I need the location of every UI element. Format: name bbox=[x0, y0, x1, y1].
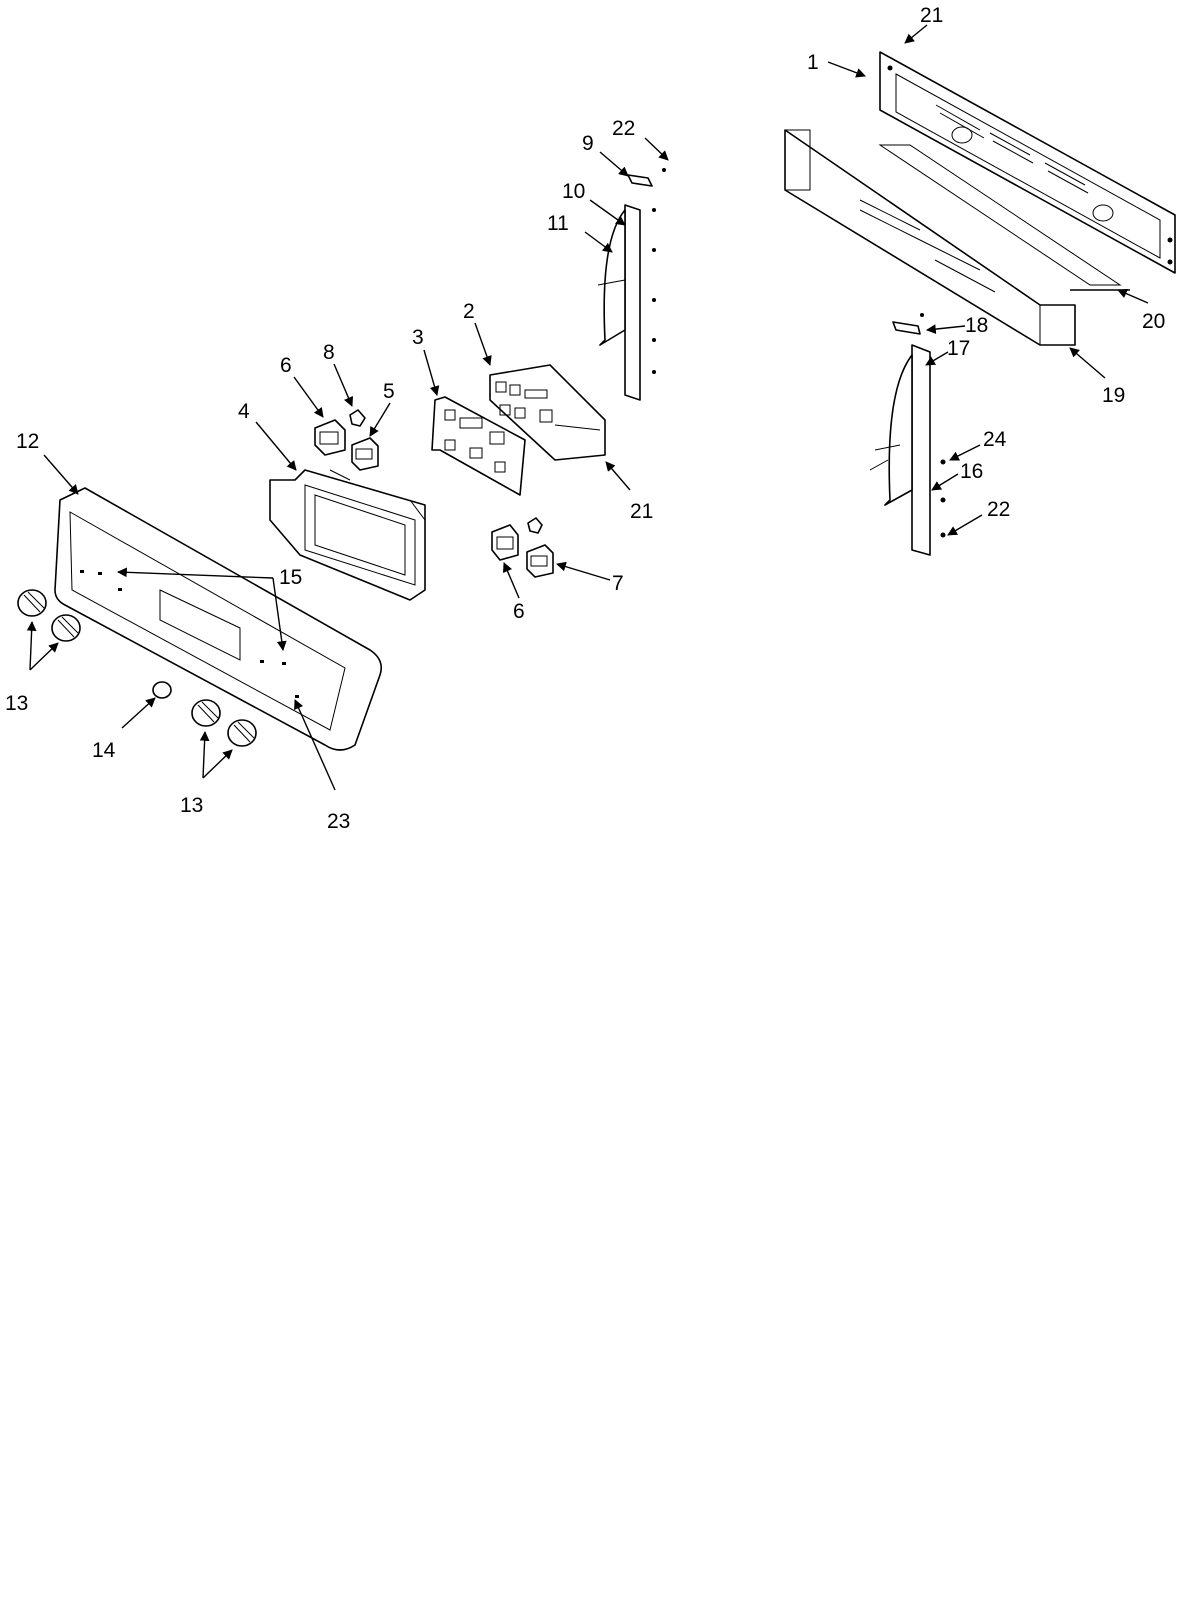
callout-label-13-bottom: 13 bbox=[180, 794, 203, 817]
callout-17: 17 bbox=[925, 337, 970, 366]
callout-label-21-mid: 21 bbox=[630, 500, 653, 523]
callout-18: 18 bbox=[926, 314, 988, 337]
callout-16: 16 bbox=[931, 460, 983, 491]
callout-label-21-top: 21 bbox=[920, 4, 943, 27]
left-end-bracket-parts bbox=[597, 168, 666, 401]
callout-label-22-bottom: 22 bbox=[987, 498, 1010, 521]
callout-label-20: 20 bbox=[1142, 310, 1165, 333]
callout-label-18: 18 bbox=[965, 314, 988, 337]
lamp-8 bbox=[349, 409, 366, 427]
callout-label-6-upper: 6 bbox=[280, 354, 292, 377]
callout-label-4: 4 bbox=[238, 400, 250, 423]
callout-label-5: 5 bbox=[383, 380, 395, 403]
right-end-bracket-parts bbox=[869, 313, 946, 556]
rear-panel-part bbox=[879, 51, 1176, 274]
callout-label-23: 23 bbox=[327, 810, 350, 833]
callout-21-top: 21 bbox=[904, 4, 943, 44]
callout-7: 7 bbox=[556, 561, 624, 595]
callout-1: 1 bbox=[807, 51, 866, 78]
callout-15: 15 bbox=[117, 566, 302, 651]
callout-20: 20 bbox=[1117, 289, 1165, 333]
callout-2: 2 bbox=[463, 300, 492, 366]
callout-6-upper: 6 bbox=[280, 354, 324, 418]
switch-5 bbox=[351, 437, 379, 471]
switch-6-upper bbox=[314, 419, 346, 456]
callout-label-8: 8 bbox=[323, 341, 335, 364]
callout-label-17: 17 bbox=[947, 337, 970, 360]
callout-19: 19 bbox=[1069, 347, 1125, 407]
callout-21-mid: 21 bbox=[605, 461, 653, 523]
display-bracket-part bbox=[269, 469, 426, 601]
callout-22-top: 22 bbox=[612, 117, 669, 161]
switch-6-lower bbox=[491, 524, 519, 561]
callout-14: 14 bbox=[92, 697, 156, 762]
callout-13-left: 13 bbox=[5, 621, 59, 715]
callout-label-1: 1 bbox=[807, 51, 819, 74]
callout-label-3: 3 bbox=[412, 326, 424, 349]
knob-1 bbox=[17, 589, 47, 617]
knob-cap-part bbox=[152, 681, 172, 699]
callout-5: 5 bbox=[369, 380, 395, 437]
callout-4: 4 bbox=[238, 400, 297, 471]
lower-rear-panel-part bbox=[784, 129, 1122, 346]
callout-label-9: 9 bbox=[582, 132, 594, 155]
callout-8: 8 bbox=[323, 341, 354, 407]
callout-label-12: 12 bbox=[16, 430, 39, 453]
callout-6-lower: 6 bbox=[502, 562, 525, 623]
callout-label-10: 10 bbox=[562, 180, 585, 203]
knob-3 bbox=[191, 699, 221, 727]
callout-9: 9 bbox=[582, 132, 629, 177]
callout-22-bottom: 22 bbox=[947, 498, 1010, 536]
knob-4 bbox=[227, 719, 257, 747]
switch-parts bbox=[314, 409, 554, 578]
callout-label-24: 24 bbox=[983, 428, 1007, 451]
callout-11: 11 bbox=[547, 212, 613, 253]
callout-3: 3 bbox=[412, 326, 440, 396]
callout-23: 23 bbox=[294, 699, 350, 833]
knob-parts bbox=[17, 589, 257, 747]
switch-7 bbox=[526, 544, 554, 578]
control-panel-part bbox=[54, 487, 383, 751]
callout-label-6-lower: 6 bbox=[513, 600, 525, 623]
callout-label-22-top: 22 bbox=[612, 117, 635, 140]
callout-label-13-left: 13 bbox=[5, 692, 28, 715]
callout-12: 12 bbox=[16, 430, 79, 495]
callout-label-15: 15 bbox=[279, 566, 302, 589]
knob-2 bbox=[51, 614, 81, 642]
callout-24: 24 bbox=[949, 428, 1007, 461]
membrane-overlay-part bbox=[431, 396, 526, 496]
callout-label-11: 11 bbox=[547, 212, 569, 235]
callout-label-7: 7 bbox=[612, 572, 624, 595]
lamp-small bbox=[527, 517, 543, 534]
callout-10: 10 bbox=[562, 180, 626, 226]
callout-label-2: 2 bbox=[463, 300, 475, 323]
callout-label-14: 14 bbox=[92, 739, 116, 762]
callout-label-19: 19 bbox=[1102, 384, 1125, 407]
callout-13-bottom: 13 bbox=[180, 731, 233, 817]
callout-label-16: 16 bbox=[960, 460, 983, 483]
control-board-part bbox=[489, 364, 606, 461]
